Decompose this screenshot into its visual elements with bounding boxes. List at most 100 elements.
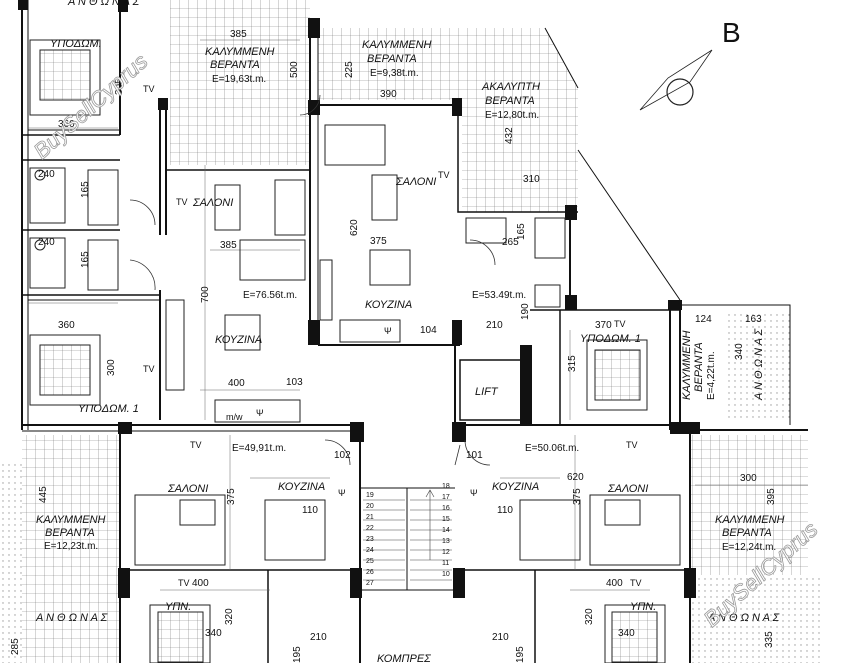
stair-number: 17 <box>442 494 450 501</box>
tv-label: TV <box>438 170 450 180</box>
room-label: ΣΑΛΟΝΙ <box>167 483 208 495</box>
room-label: ΣΑΛΟΝΙ <box>395 176 436 188</box>
dim-label: 320 <box>584 608 595 625</box>
dim-label: 390 <box>380 89 397 100</box>
dim-label: 124 <box>695 314 712 325</box>
room-label: LIFT <box>475 386 499 398</box>
dim-label: 375 <box>572 488 583 505</box>
area-label: E=53.49t.m. <box>472 290 526 301</box>
dim-label: 400 <box>606 578 623 589</box>
dim-label: 375 <box>370 236 387 247</box>
area-label: E=19,63t.m. <box>212 74 266 85</box>
room-label: ΚΑΛΥΜΜΕΝΗ <box>36 514 106 526</box>
veranda-tiles <box>0 0 820 663</box>
area-label: E=4,22t.m. <box>706 351 717 400</box>
tv-label: TV <box>626 440 638 450</box>
dim-label: 300 <box>106 359 117 376</box>
room-labels: ΥΠΟΔΩΜ. ΚΑΛΥΜΜΕΝΗ ΒΕΡΑΝΤΑ ΚΑΛΥΜΜΕΝΗ ΒΕΡΑ… <box>35 0 785 663</box>
stair-number: 12 <box>442 549 450 556</box>
dim-label: 240 <box>38 169 55 180</box>
room-label: ΒΕΡΑΝΤΑ <box>367 53 417 65</box>
dim-label: 165 <box>516 223 527 240</box>
dim-label: 320 <box>224 608 235 625</box>
area-label: E=49,91t.m. <box>232 443 286 454</box>
room-label: ΚΟΥΖΙΝΑ <box>215 334 262 346</box>
room-label: ΚΟΥΖΙΝΑ <box>365 299 412 311</box>
dim-label: 101 <box>466 450 483 461</box>
stair-number: 16 <box>442 505 450 512</box>
room-label: ΚΑΛΥΜΜΕΝΗ <box>362 39 432 51</box>
area-label: E=12,23t.m. <box>44 541 98 552</box>
dimension-labels: 385 500 225 390 432 310 305 360 240 165 … <box>10 29 777 663</box>
dim-label: 360 <box>58 119 75 130</box>
area-labels: E=19,63t.m. E=9,38t.m. E=12,80t.m. E=4,2… <box>44 68 776 553</box>
room-label: ΥΠΟΔΩΜ. 1 <box>78 403 139 415</box>
room-label: Α Ν Θ Ω Ν Α Σ <box>67 0 140 8</box>
dim-label: 385 <box>220 240 237 251</box>
room-label: ΥΠΝ. <box>630 601 656 613</box>
stair-number: 19 <box>366 492 374 499</box>
dim-label: 375 <box>226 488 237 505</box>
dim-label: 210 <box>310 632 327 643</box>
stair-number: 14 <box>442 527 450 534</box>
sink-label: Ψ <box>338 488 346 498</box>
tv-label: TV <box>143 84 155 94</box>
dim-label: 163 <box>745 314 762 325</box>
dim-label: 385 <box>230 29 247 40</box>
furniture <box>29 39 681 663</box>
dim-label: 370 <box>595 320 612 331</box>
dim-label: 500 <box>289 61 300 78</box>
fixture-labels: TV TV TV TV TV TV TV TV TV Ψ Ψ Ψ Ψ m/w <box>143 84 642 588</box>
dim-label: 102 <box>334 450 351 461</box>
stair-number: 27 <box>366 580 374 587</box>
sink-label: Ψ <box>256 408 264 418</box>
room-label: ΚΟΜΠΡΕΣ <box>377 653 431 663</box>
room-label: ΥΠΟΔΩΜ. 1 <box>580 333 641 345</box>
dim-label: 445 <box>38 486 49 503</box>
stair-number: 26 <box>366 569 374 576</box>
room-label: Α Ν Θ Ω Ν Α Σ <box>753 328 765 401</box>
dim-label: 310 <box>523 174 540 185</box>
stair-number: 11 <box>442 560 449 567</box>
sink-label: Ψ <box>384 326 392 336</box>
sink-label: Ψ <box>470 488 478 498</box>
dim-label: 432 <box>504 127 515 144</box>
stair-number: 10 <box>442 571 450 578</box>
dim-label: 620 <box>349 219 360 236</box>
dim-label: 700 <box>200 286 211 303</box>
dim-label: 340 <box>618 628 635 639</box>
tv-label: TV <box>630 578 642 588</box>
room-label: ΒΕΡΑΝΤΑ <box>485 95 535 107</box>
dim-label: 104 <box>420 325 437 336</box>
dim-label: 190 <box>520 303 531 320</box>
stair-number: 20 <box>366 503 374 510</box>
dim-label: 285 <box>10 638 21 655</box>
area-label: E=12,80t.m. <box>485 110 539 121</box>
microwave-label: m/w <box>226 412 243 422</box>
dim-label: 210 <box>486 320 503 331</box>
north-arrow-icon <box>639 49 713 111</box>
tv-label: TV <box>178 578 190 588</box>
dim-label: 110 <box>302 505 318 516</box>
area-label: E=12,24t.m. <box>722 542 776 553</box>
dim-label: 400 <box>228 378 245 389</box>
dim-label: 265 <box>502 237 519 248</box>
stair-number: 24 <box>366 547 374 554</box>
stair-numbers: 19 20 21 22 23 24 25 26 27 18 17 16 15 1… <box>366 483 450 587</box>
room-label: ΚΟΥΖΙΝΑ <box>492 481 539 493</box>
room-label: ΒΕΡΑΝΤΑ <box>210 59 260 71</box>
doors <box>129 94 496 466</box>
tv-label: TV <box>176 197 188 207</box>
dim-label: 195 <box>515 646 526 663</box>
tv-label: TV <box>614 319 626 329</box>
stairs <box>363 489 452 581</box>
tv-label: TV <box>190 440 202 450</box>
dimension-lines <box>28 39 808 591</box>
dim-label: 165 <box>80 251 91 268</box>
room-label: ΒΕΡΑΝΤΑ <box>45 527 95 539</box>
stair-number: 13 <box>442 538 450 545</box>
dim-label: 335 <box>764 631 775 648</box>
room-label: ΣΑΛΟΝΙ <box>607 483 648 495</box>
dim-label: 360 <box>58 320 75 331</box>
